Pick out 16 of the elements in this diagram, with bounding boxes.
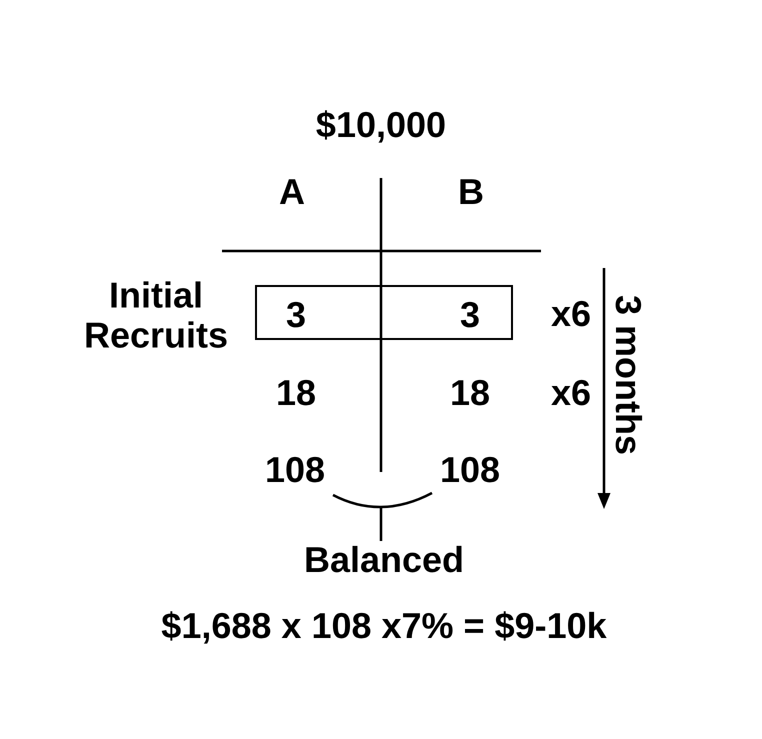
recruit-count: 108: [440, 450, 500, 490]
multiplier-label: x6: [550, 294, 592, 334]
highlight-box: [255, 285, 513, 340]
recruit-count: 108: [264, 450, 326, 490]
bracket-label: Balanced: [304, 540, 464, 580]
title: $10,000: [316, 105, 446, 145]
recruit-count: 18: [450, 373, 490, 413]
column-header: A: [279, 172, 305, 212]
formula-text: $1,688 x 108 x7% = $9-10k: [161, 606, 607, 646]
multiplier-label: x6: [550, 373, 592, 413]
column-header: B: [458, 172, 484, 212]
duration-label: 3 months: [608, 295, 648, 455]
recruit-count: 18: [276, 373, 316, 413]
row-label: Initial Recruits: [84, 275, 228, 355]
recruit-count: 3: [460, 295, 480, 335]
recruit-count: 3: [286, 295, 306, 335]
